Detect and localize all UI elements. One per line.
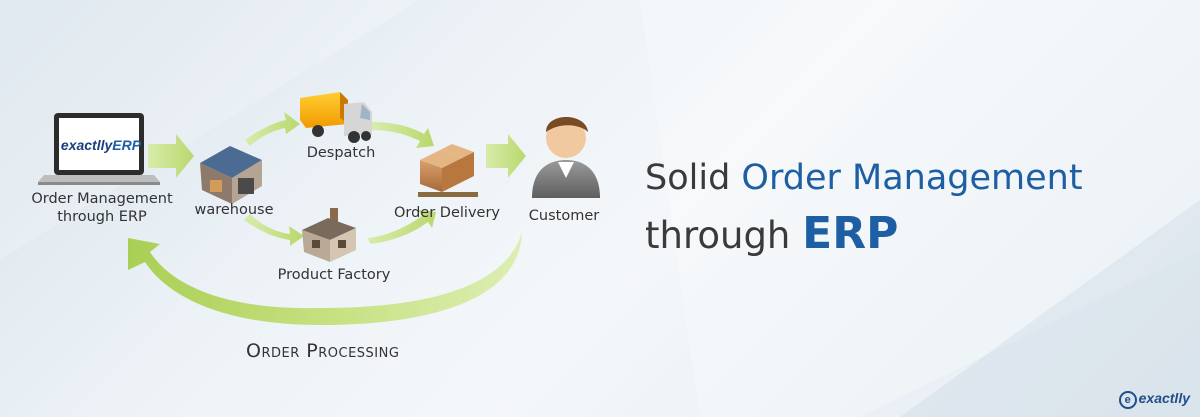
product-factory-label: Product Factory [277,267,391,283]
warehouse-icon [200,146,262,204]
truck-icon [300,92,372,143]
arrow-factory-to-delivery [368,210,436,244]
order-processing-label: Order Processing [246,340,400,362]
arrow-warehouse-to-despatch [245,112,300,146]
order-delivery-label: Order Delivery [393,205,500,221]
arrow-warehouse-to-factory [244,214,304,246]
customer-icon [532,117,600,198]
arrow-despatch-to-delivery [372,122,434,148]
factory-icon [302,208,356,262]
flow-arrows [148,112,526,246]
package-pallet-icon [418,144,478,197]
laptop-icon [38,113,160,185]
order-processing-arrow [128,232,522,325]
customer-label: Customer [528,208,600,224]
arrow-oms-to-warehouse [148,134,194,178]
headline-line-1: Solid Order Management [645,158,1083,198]
headline: Solid Order Management through ERP [645,150,1165,264]
brand-e-icon: e [1118,391,1137,409]
headline-line-2: through ERP [645,208,899,259]
despatch-label: Despatch [306,145,376,161]
order-management-label: Order Management through ERP [31,191,173,225]
laptop-logo: exactllyERP [60,137,142,153]
warehouse-label: warehouse [194,202,274,218]
arrow-delivery-to-customer [486,134,526,178]
